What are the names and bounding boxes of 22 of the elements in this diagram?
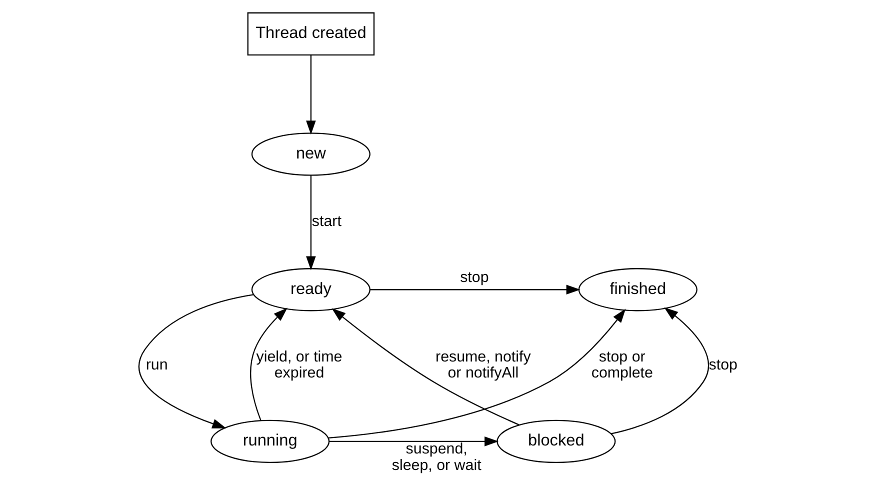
node-ellipse: blocked <box>496 420 616 464</box>
edge-label: resume, notify or notifyAll <box>435 348 530 382</box>
arrow <box>250 308 287 421</box>
node-ellipse: new <box>250 132 370 176</box>
arrow <box>306 55 316 135</box>
edge-label: start <box>311 212 341 230</box>
edge-label: run <box>145 356 168 374</box>
arrow <box>370 284 580 295</box>
edge-label: suspend, sleep, or wait <box>391 440 481 474</box>
arrow <box>328 436 498 446</box>
edge-label: stop <box>460 268 488 286</box>
edge-label: stop <box>708 356 737 374</box>
arrow <box>331 308 519 426</box>
arrow <box>328 308 626 438</box>
edge-label: yield, or time expired <box>256 348 342 382</box>
edge-label: stop or complete <box>590 348 652 382</box>
node-ellipse: ready <box>250 268 370 312</box>
node-box: Thread created <box>246 12 374 56</box>
arrow <box>610 307 709 434</box>
node-ellipse: finished <box>578 268 697 312</box>
arrow <box>138 294 253 428</box>
arrow <box>306 176 316 270</box>
